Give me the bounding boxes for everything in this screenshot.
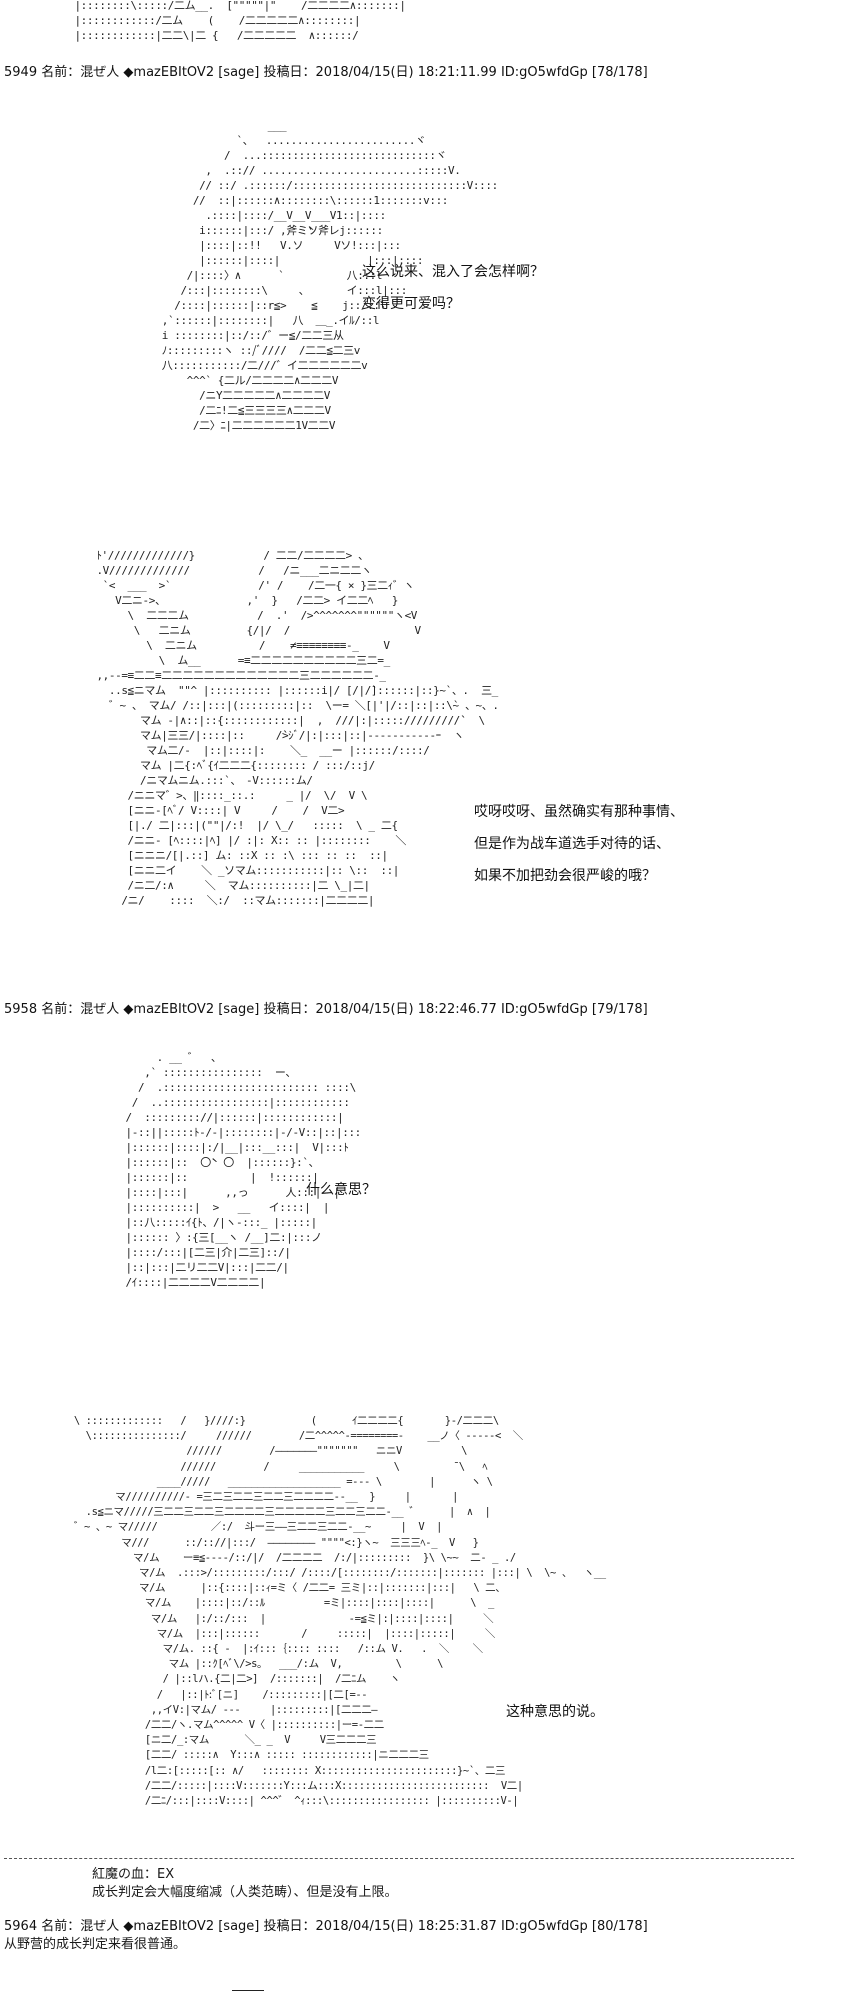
name-label: 名前： <box>41 65 81 80</box>
status-line: 成长判定会大幅度缩减（人类范畴）、但是没有上限。 <box>92 1885 398 1900</box>
post-header-78: 5949 名前：混ぜ人 ◆mazEBItOV2 [sage] 投稿日：2018/… <box>4 64 648 82</box>
mail-field: [sage] <box>218 1002 260 1017</box>
post-body-80: 从野营的成长判定来看很普通。 <box>4 1937 187 1952</box>
date-label: 投稿日： <box>263 1002 316 1017</box>
ascii-art-bottom: \ ::::::::::::: / }////:} ( ｲ二二二二{ }-/二二… <box>73 1415 606 1808</box>
name-label: 名前： <box>41 1002 81 1017</box>
dialogue-line: 哎呀哎呀、虽然确实有那种事情、 <box>474 804 684 820</box>
dialogue-line: 这么说来、混入了会怎样啊？ <box>362 264 544 280</box>
name-label: 名前： <box>41 1919 81 1934</box>
post-number[interactable]: 5958 <box>4 1002 38 1017</box>
mail-field: [sage] <box>218 65 260 80</box>
dialogue-2: 哎呀哎呀、虽然确实有那种事情、 但是作为战车道选手对待的话、 如果不加把劲会很严… <box>474 802 684 898</box>
post-number[interactable]: 5964 <box>4 1919 38 1934</box>
poster-id[interactable]: ID:gO5wfdGp <box>500 1002 588 1017</box>
poster-name: 混ぜ人 <box>80 1002 120 1017</box>
post-time: 18:21:11.99 <box>417 65 497 80</box>
date-label: 投稿日： <box>263 1919 316 1934</box>
ascii-art-girl-mid: . __ ゛ 、 ,` :::::::::::::::: ー、 / .:::::… <box>125 1051 362 1289</box>
post-header-79: 5958 名前：混ぜ人 ◆mazEBItOV2 [sage] 投稿日：2018/… <box>4 1001 648 1019</box>
post-time: 18:22:46.77 <box>417 1002 497 1017</box>
dialogue-line: 这种意思的说。 <box>506 1704 604 1720</box>
post-header-80: 5964 名前：混ぜ人 ◆mazEBItOV2 [sage] 投稿日：2018/… <box>4 1918 648 1936</box>
dialogue-4: 这种意思的说。 <box>506 1702 604 1734</box>
date-label: 投稿日： <box>263 65 316 80</box>
poster-id[interactable]: ID:gO5wfdGp <box>500 1919 588 1934</box>
post-time: 18:25:31.87 <box>417 1919 497 1934</box>
poster-trip: ◆mazEBItOV2 <box>123 65 215 80</box>
poster-name: 混ぜ人 <box>80 1919 120 1934</box>
post-count: [78/178] <box>591 65 648 80</box>
ascii-art-next-fragment <box>232 1990 264 1991</box>
post-date: 2018/04/15(日) <box>315 1002 414 1017</box>
poster-name: 混ぜ人 <box>80 65 120 80</box>
dialogue-line: 什么意思？ <box>306 1182 376 1198</box>
dialogue-1: 这么说来、混入了会怎样啊？ 变得更可爱吗？ <box>362 262 544 326</box>
dialogue-3: 什么意思？ <box>306 1180 376 1212</box>
section-divider <box>4 1858 794 1859</box>
mail-field: [sage] <box>218 1919 260 1934</box>
ascii-art-girl-hat: ___ `、 ........................ヾ / ...::… <box>161 119 498 432</box>
dialogue-line: 但是作为战车道选手对待的话、 <box>474 836 670 852</box>
status-block: 紅魔の血：EX 成长判定会大幅度缩减（人类范畴）、但是没有上限。 <box>92 1866 398 1902</box>
dialogue-line: 变得更可爱吗？ <box>362 296 460 312</box>
poster-trip: ◆mazEBItOV2 <box>123 1002 215 1017</box>
ascii-art-top-fragment: |::::::::\:::::/二ム__. ["""""|" /二二二二∧:::… <box>74 0 406 42</box>
poster-trip: ◆mazEBItOV2 <box>123 1919 215 1934</box>
post-number[interactable]: 5949 <box>4 65 38 80</box>
poster-id[interactable]: ID:gO5wfdGp <box>500 65 588 80</box>
post-count: [79/178] <box>591 1002 648 1017</box>
post-date: 2018/04/15(日) <box>315 65 414 80</box>
status-line: 紅魔の血：EX <box>92 1867 175 1882</box>
dialogue-line: 如果不加把劲会很严峻的哦？ <box>474 868 656 884</box>
post-date: 2018/04/15(日) <box>315 1919 414 1934</box>
post-count: [80/178] <box>591 1919 648 1934</box>
ascii-art-sailor: ﾄ'/////////////} / 二二/二二二二> 、 .V////////… <box>96 549 499 907</box>
